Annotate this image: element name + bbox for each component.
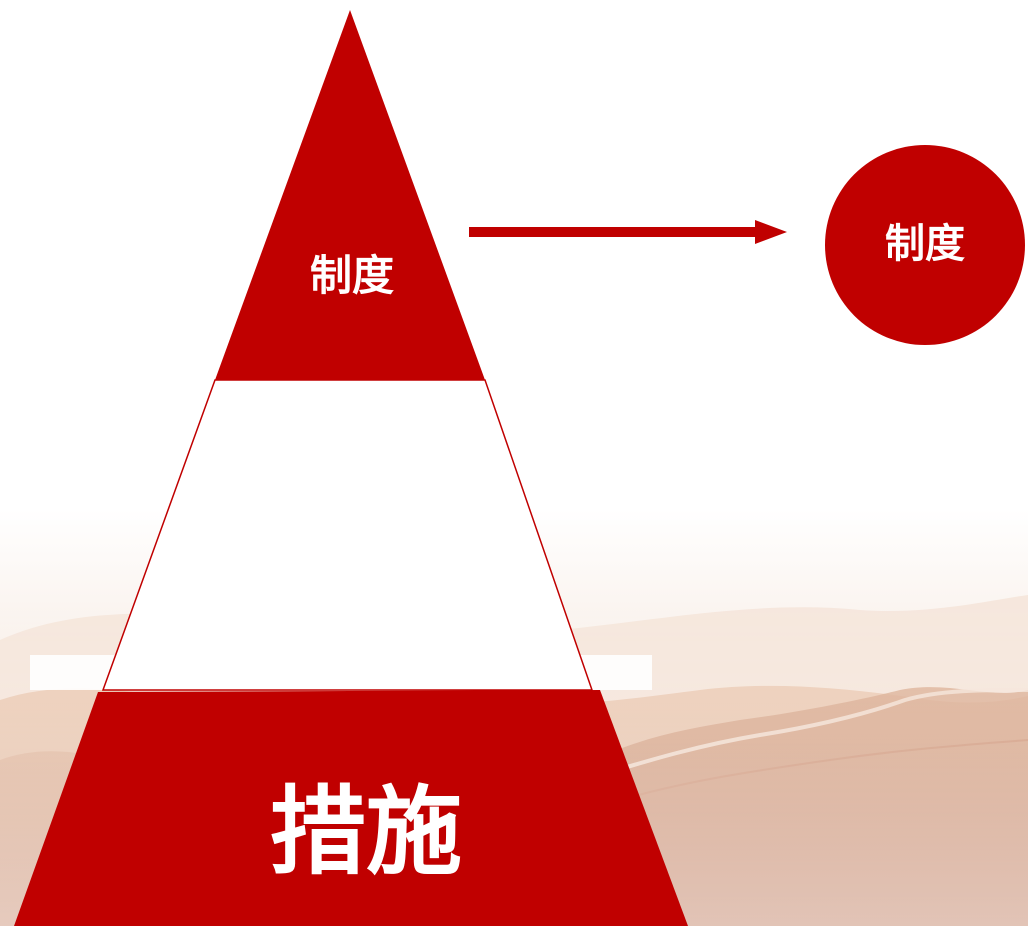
pyramid-middle-segment (101, 379, 594, 691)
arrow-right-icon (469, 220, 787, 244)
pyramid-top-segment (215, 10, 485, 380)
circle-label: 制度 (885, 221, 965, 267)
arrow-head (755, 220, 787, 244)
circle-node (825, 145, 1025, 345)
pyramid-top-label: 制度 (310, 251, 394, 300)
pyramid-bottom-label: 措施 (270, 776, 462, 888)
pyramid-bottom-segment (14, 690, 688, 926)
